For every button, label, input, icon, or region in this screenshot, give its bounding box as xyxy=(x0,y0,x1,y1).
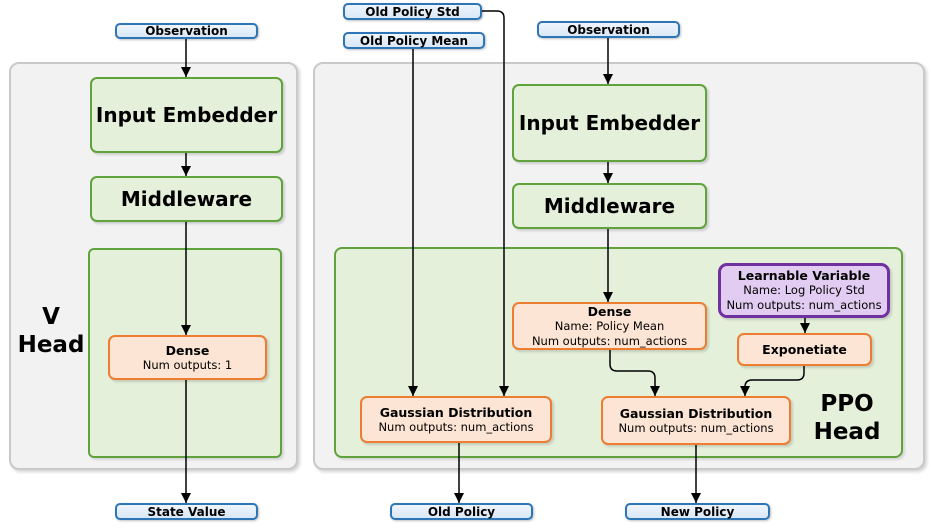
gaussian-distribution-old-node: Gaussian Distribution Num outputs: num_a… xyxy=(360,396,552,443)
old-policy-std-node: Old Policy Std xyxy=(343,3,482,20)
new-policy-node: New Policy xyxy=(625,503,770,520)
policy-mean-dense-node: Dense Name: Policy Mean Num outputs: num… xyxy=(512,302,707,350)
gaussian-new-title: Gaussian Distribution xyxy=(619,405,773,421)
ppo-head-label-line1: PPO xyxy=(820,391,874,417)
input-embedder-node-v: Input Embedder xyxy=(90,77,283,153)
input-embedder-node-ppo: Input Embedder xyxy=(512,84,707,162)
gaussian-new-outputs: Num outputs: num_actions xyxy=(618,420,774,435)
observation-node-v: Observation xyxy=(115,23,258,39)
v-head-label-line2: Head xyxy=(17,332,85,358)
gaussian-old-outputs: Num outputs: num_actions xyxy=(378,419,534,434)
policy-mean-dense-title: Dense xyxy=(587,303,632,319)
old-policy-label: Old Policy xyxy=(427,504,496,519)
old-policy-node: Old Policy xyxy=(390,503,533,520)
policy-mean-dense-name: Name: Policy Mean xyxy=(554,318,665,333)
dense-node-v: Dense Num outputs: 1 xyxy=(108,335,267,380)
new-policy-label: New Policy xyxy=(660,504,735,519)
old-policy-mean-node: Old Policy Mean xyxy=(343,32,485,49)
learnable-variable-outputs: Num outputs: num_actions xyxy=(726,298,882,312)
gaussian-distribution-new-node: Gaussian Distribution Num outputs: num_a… xyxy=(601,396,791,445)
middleware-label-ppo: Middleware xyxy=(543,194,676,218)
observation-label-ppo: Observation xyxy=(567,22,650,37)
v-head-label: V Head xyxy=(12,303,90,363)
middleware-node-v: Middleware xyxy=(90,176,283,222)
middleware-node-ppo: Middleware xyxy=(512,183,707,229)
ppo-head-label-line2: Head xyxy=(813,419,881,445)
middleware-label-v: Middleware xyxy=(120,187,253,211)
ppo-head-label: PPO Head xyxy=(802,390,892,448)
input-embedder-label-ppo: Input Embedder xyxy=(518,111,701,135)
observation-node-ppo: Observation xyxy=(537,21,680,38)
learnable-variable-node: Learnable Variable Name: Log Policy Std … xyxy=(718,263,890,318)
state-value-node: State Value xyxy=(115,503,258,520)
learnable-variable-name: Name: Log Policy Std xyxy=(743,283,865,297)
dense-title-v: Dense xyxy=(165,342,210,358)
old-policy-mean-label: Old Policy Mean xyxy=(359,33,469,48)
learnable-variable-title: Learnable Variable xyxy=(737,268,871,283)
gaussian-old-title: Gaussian Distribution xyxy=(379,404,533,420)
exponentiate-node: Exponetiate xyxy=(737,333,872,366)
exponentiate-label: Exponetiate xyxy=(762,342,847,357)
observation-label-v: Observation xyxy=(145,24,228,38)
policy-mean-dense-outputs: Num outputs: num_actions xyxy=(531,333,688,348)
dense-outputs-v: Num outputs: 1 xyxy=(142,357,233,372)
input-embedder-label-v: Input Embedder xyxy=(95,103,278,127)
state-value-label: State Value xyxy=(147,504,226,519)
old-policy-std-label: Old Policy Std xyxy=(365,4,460,19)
v-head-label-line1: V xyxy=(42,304,60,330)
